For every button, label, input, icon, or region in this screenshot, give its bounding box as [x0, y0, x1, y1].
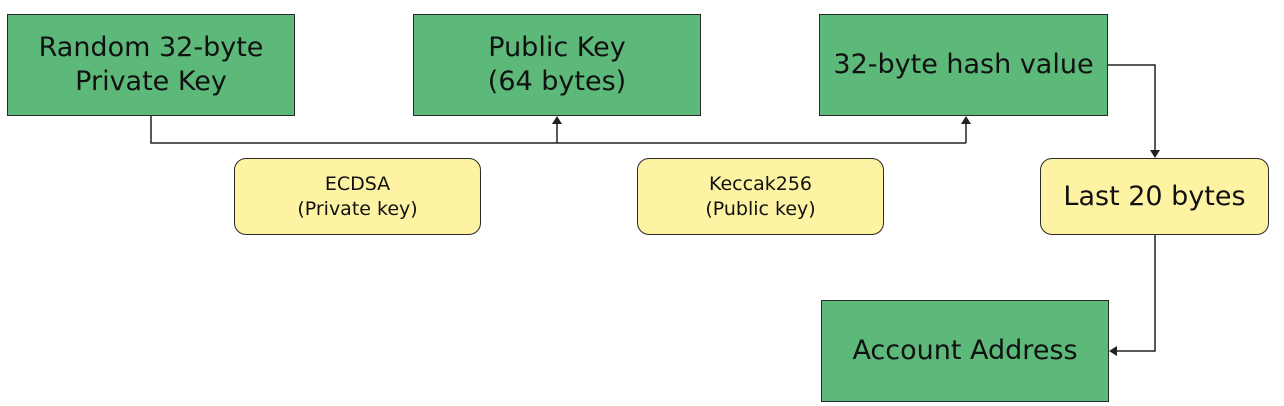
connector-last20-to-address [1117, 235, 1156, 352]
private-key-box: Random 32-byte Private Key [7, 14, 295, 116]
public-key-line1: Public Key [488, 32, 626, 63]
ecdsa-line1: ECDSA [324, 172, 391, 195]
arrowhead-public-key [552, 116, 562, 124]
hash-value-label: 32-byte hash value [833, 49, 1094, 80]
arrowhead-last20 [1150, 150, 1160, 158]
account-address-box: Account Address [821, 300, 1109, 402]
arrowhead-address [1109, 346, 1117, 356]
keccak-step-label: Keccak256 (Public key) [637, 158, 884, 235]
connector-hash-to-last20 [1108, 64, 1156, 150]
public-key-line2: (64 bytes) [487, 66, 627, 97]
public-key-box: Public Key (64 bytes) [413, 14, 701, 116]
private-key-line1: Random 32-byte [38, 32, 264, 63]
keccak-line1: Keccak256 [708, 172, 812, 195]
last20-step-label: Last 20 bytes [1040, 158, 1269, 235]
private-key-line2: Private Key [75, 66, 227, 97]
arrowhead-hash [961, 116, 971, 124]
connector-private-to-bus [150, 116, 966, 144]
keccak-line2: (Public key) [705, 197, 816, 220]
last20-label: Last 20 bytes [1063, 180, 1246, 212]
account-address-label: Account Address [852, 335, 1078, 366]
hash-value-box: 32-byte hash value [819, 14, 1108, 116]
ecdsa-step-label: ECDSA (Private key) [234, 158, 481, 235]
ecdsa-line2: (Private key) [297, 197, 418, 220]
